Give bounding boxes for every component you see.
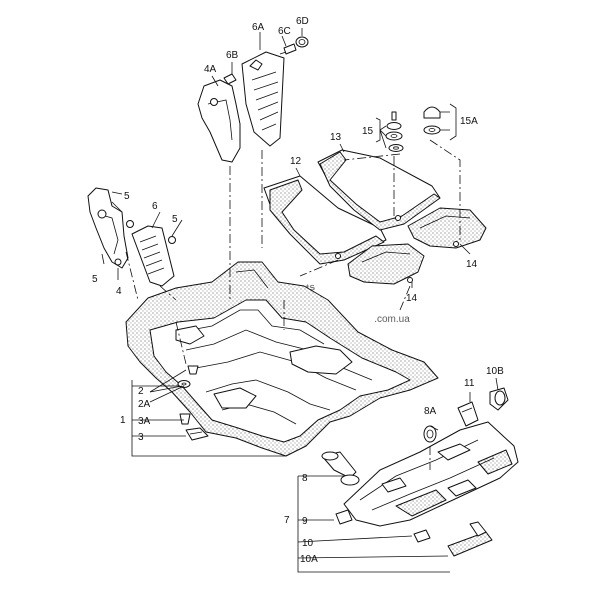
mat-part-6a[interactable] — [241, 51, 285, 147]
callout-5-top: 5 — [124, 191, 130, 202]
callout-6b: 6B — [226, 50, 239, 61]
callout-9: 9 — [302, 516, 308, 527]
callout-10: 10 — [302, 538, 314, 549]
clip-part-9[interactable] — [335, 509, 353, 525]
bracket-part-4a[interactable] — [197, 73, 241, 163]
callout-6d: 6D — [296, 16, 309, 27]
callout-6: 6 — [152, 201, 158, 212]
rear-mat-part-14-right[interactable] — [407, 207, 487, 249]
bracket-part-4[interactable] — [87, 187, 129, 269]
callout-10a: 10A — [300, 554, 318, 565]
callout-5-right: 5 — [172, 214, 178, 225]
callout-5-left: 5 — [92, 274, 98, 285]
callout-15: 15 — [362, 126, 374, 137]
floor-mat-part-12[interactable] — [263, 175, 387, 265]
callout-4a: 4A — [204, 64, 217, 75]
callout-13: 13 — [330, 132, 342, 143]
callout-8a: 8A — [424, 406, 437, 417]
callout-3a: 3A — [138, 416, 151, 427]
callout-14-left: 14 — [406, 293, 418, 304]
grommet-part-2a[interactable] — [177, 380, 191, 388]
callout-3: 3 — [138, 432, 144, 443]
cover-part-11[interactable] — [457, 401, 479, 427]
clip-part-2[interactable] — [187, 365, 199, 375]
knob-part-8[interactable] — [321, 451, 360, 486]
watermark-domain: .com.ua — [374, 314, 410, 325]
callout-7: 7 — [284, 515, 290, 526]
clip-part-3a[interactable] — [179, 413, 191, 425]
rear-mat-part-14-left[interactable] — [347, 243, 425, 285]
callout-2: 2 — [138, 386, 144, 397]
callout-1: 1 — [120, 415, 126, 426]
trim-part-10a[interactable] — [447, 521, 493, 557]
mat-part-6[interactable] — [126, 220, 176, 287]
clip-part-10[interactable] — [413, 529, 431, 543]
callout-6c: 6C — [278, 26, 291, 37]
fastener-part-15a[interactable] — [423, 106, 441, 135]
floor-mat-part-13[interactable] — [317, 149, 441, 231]
callout-10b: 10B — [486, 366, 504, 377]
assembly-lines — [125, 139, 461, 470]
callout-11: 11 — [464, 378, 475, 389]
callout-8: 8 — [302, 473, 308, 484]
bolt-part-6c[interactable] — [279, 43, 297, 55]
fastener-part-15[interactable] — [385, 111, 404, 152]
callout-14-right: 14 — [466, 259, 478, 270]
cap-part-6d[interactable] — [295, 36, 309, 48]
callout-6a: 6A — [252, 22, 265, 33]
callout-4: 4 — [116, 286, 122, 297]
rear-shelf-part-7[interactable] — [343, 421, 519, 527]
floor-carpet-part-1[interactable] — [125, 261, 439, 457]
callout-15a: 15A — [460, 116, 478, 127]
callout-labels: 5 6 5 5 4 4A 6B 6A 6C 6D 12 13 15 15A 14… — [92, 16, 504, 565]
pad-part-3[interactable] — [185, 427, 209, 441]
callout-12: 12 — [290, 156, 302, 167]
callout-2a: 2A — [138, 399, 151, 410]
bracket-part-10b[interactable] — [489, 387, 509, 411]
leader-lines — [101, 28, 499, 573]
